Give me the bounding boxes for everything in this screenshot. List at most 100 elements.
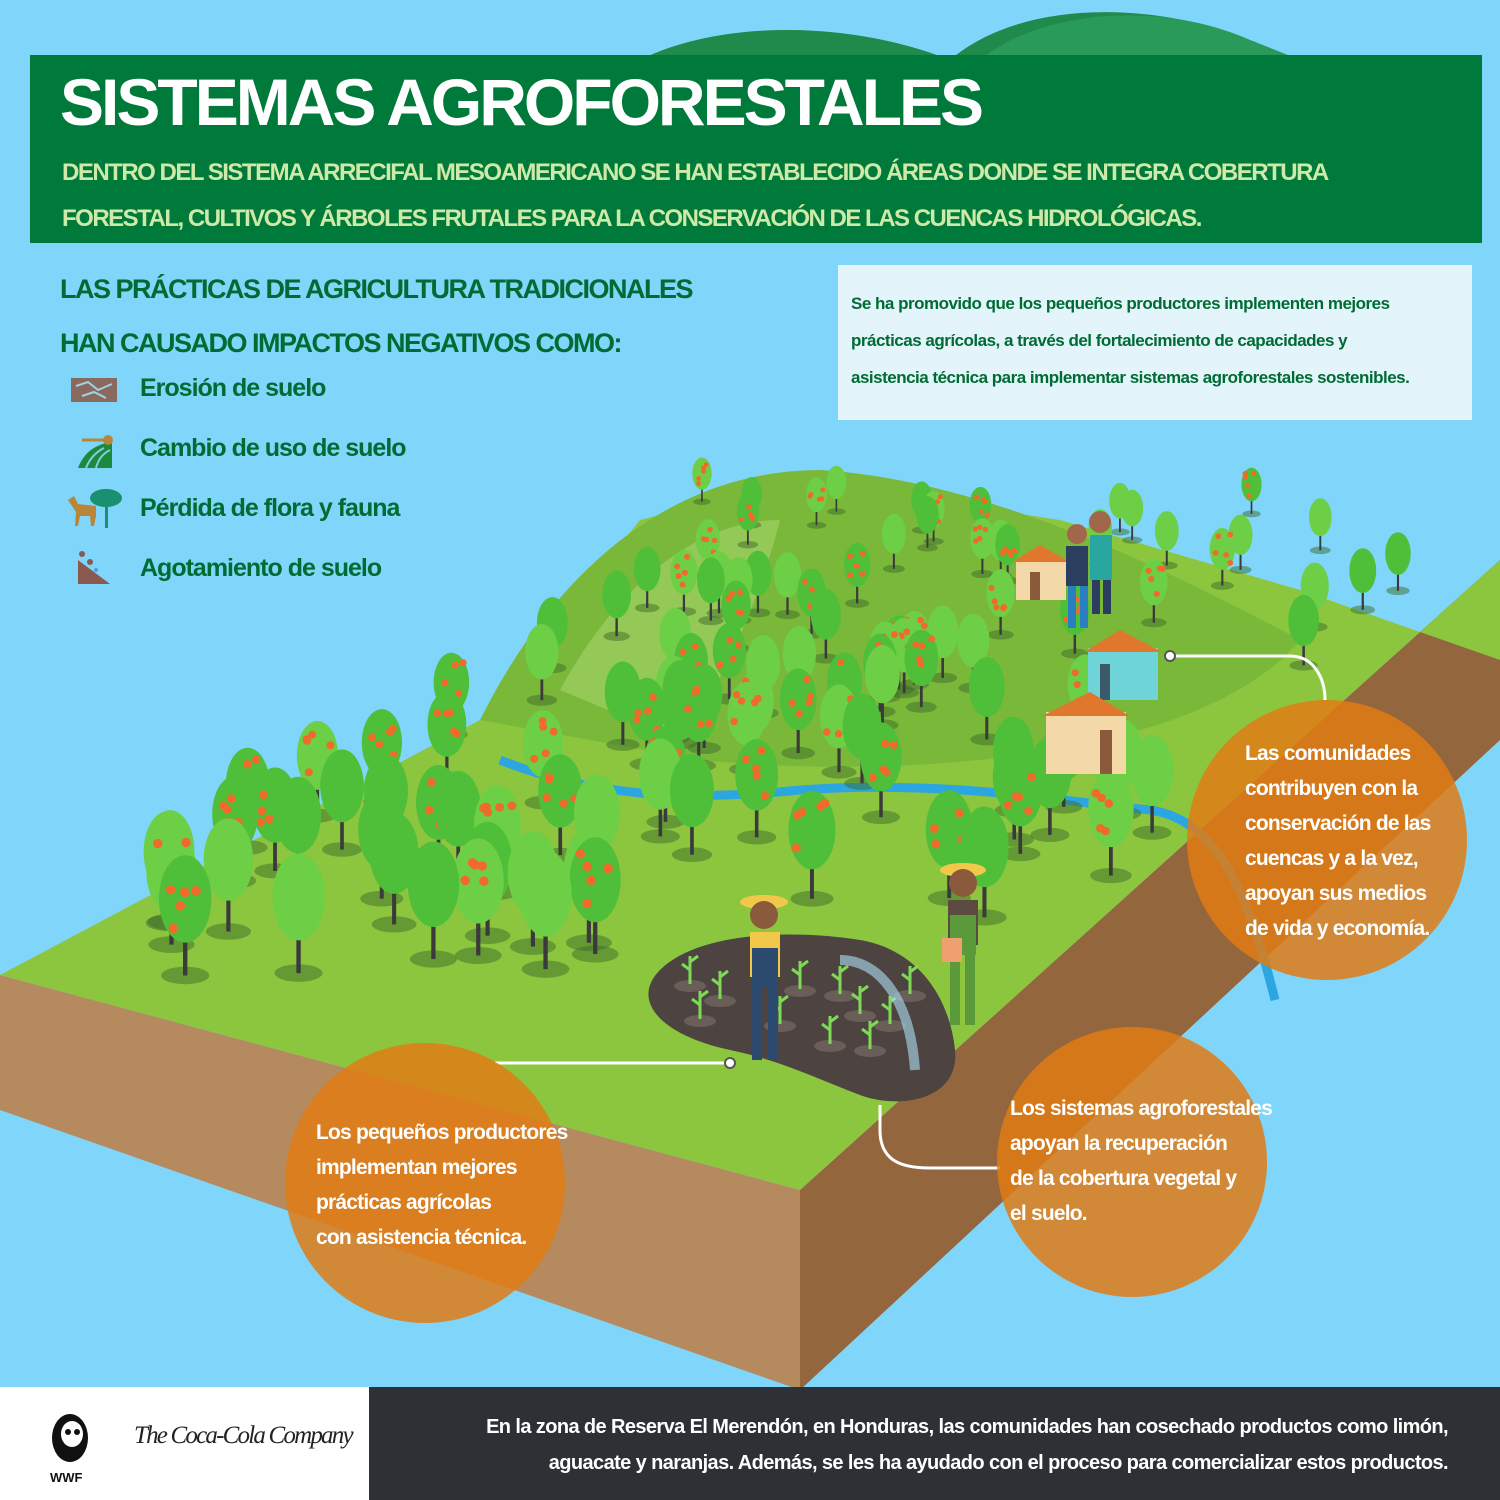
connector-dot [1164,650,1176,662]
bubble-line: de la cobertura vegetal y [1010,1167,1237,1190]
tree [1139,558,1168,628]
fruit [495,802,504,812]
fruit [1148,576,1155,583]
fruit [257,806,267,816]
tree [736,493,760,549]
seedling [674,954,706,992]
fruit [760,791,770,801]
seedling [874,994,906,1032]
fruit [424,805,434,815]
fruit [984,512,990,518]
tree [407,841,460,968]
tree [970,518,995,579]
tree [669,753,714,862]
bubble-line: de vida y economía. [1245,917,1430,940]
fruit [256,817,265,827]
fruit [751,764,761,773]
fruit [180,887,190,898]
tree [203,818,254,940]
impact-item: Cambio de uso de suelo [140,434,407,462]
fruit [1242,470,1248,476]
impact-item: Pérdida de flora y fauna [140,494,400,522]
tree [986,569,1015,640]
seedling [894,964,926,1002]
fruit [988,584,995,592]
fruit [549,727,558,736]
tree [369,812,419,933]
fruit [1212,549,1219,556]
bubble-communities-text: Las comunidades contribuyen con la conse… [1245,736,1431,946]
fruit [644,707,652,716]
fruit [882,768,891,777]
fruit [1227,531,1234,538]
fruit [976,535,983,542]
page-subtitle: DENTRO DEL SISTEMA ARRECIFAL MESOAMERICA… [62,150,1462,242]
fruit [1251,470,1257,476]
tree [1121,489,1144,544]
fruit [868,773,877,782]
tree [916,496,939,552]
impacts-heading-line: HAN CAUSADO IMPACTOS NEGATIVOS COMO: [60,328,623,358]
fruit [917,660,925,668]
fruit [679,581,686,588]
fruit [455,689,463,697]
bubble-line: contribuyen con la [1245,777,1418,800]
bubble-line: prácticas agrícolas [316,1191,492,1214]
house [1084,630,1162,700]
fruit [1006,549,1012,555]
fruit [226,794,236,803]
footer-line: aguacate y naranjas. Además, se les ha a… [548,1452,1449,1474]
fruit [1096,823,1105,833]
impacts-heading: LAS PRÁCTICAS DE AGRICULTURA TRADICIONAL… [60,262,820,370]
soil-erosion-icon [71,378,117,402]
tree [1308,498,1332,555]
bubble-line: el suelo. [1010,1202,1088,1225]
fruit [742,755,751,764]
bubble-line: con asistencia técnica. [316,1226,527,1249]
fruit [753,694,762,703]
footer-text: En la zona de Reserva El Merendón, en Ho… [389,1409,1449,1481]
fruit [153,838,163,849]
fruit [326,741,335,750]
fruit [859,571,866,577]
fruit [805,698,814,707]
fruit [730,717,738,726]
tree [1088,771,1134,884]
fruit [507,801,517,811]
bubble-line: cuencas y a la vez, [1245,847,1419,870]
fruit [1145,567,1152,574]
fruit [218,801,228,811]
tree [695,519,721,580]
subtitle-line: DENTRO DEL SISTEMA ARRECIFAL MESOAMERICA… [62,159,1329,186]
fruit [541,749,550,758]
fruit [683,553,690,560]
info-line: prácticas agrícolas, a través del fortal… [851,331,1348,350]
fruit [168,923,179,934]
info-box: Se ha promovido que los pequeños product… [838,265,1472,420]
fruit [538,717,547,725]
fruit [737,697,746,705]
fruit [889,740,898,749]
tree [735,739,779,845]
fruit [729,655,737,663]
fruit [1024,806,1033,816]
farmer-with-basket [940,863,986,1025]
fruit [728,590,736,597]
fruit [451,661,459,669]
fruit [847,572,854,579]
fruit [697,720,705,728]
fruit [632,715,641,724]
svg-text:WWF: WWF [50,1470,83,1485]
tree [569,837,621,963]
tree [1349,548,1377,615]
fruit [681,569,688,576]
fruit [264,814,274,824]
fruit [972,526,979,532]
fruit [917,616,924,624]
fruit [982,498,988,504]
fruit [674,563,681,570]
tree [860,722,902,825]
deer-tree-icon [68,489,122,528]
fruit [368,733,377,742]
bubble-line: Los pequeños productores [316,1121,568,1144]
